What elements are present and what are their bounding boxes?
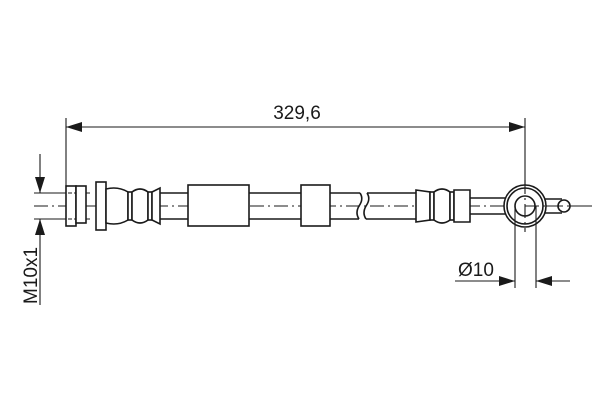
crimp-sleeve <box>187 184 250 227</box>
hose-clip-sleeve <box>300 184 331 227</box>
thread-dimension: M10x1 <box>21 154 66 305</box>
eye-diameter-dimension: Ø10 <box>455 206 570 288</box>
length-dimension-label: 329,6 <box>273 103 321 124</box>
thread-dimension-label: M10x1 <box>21 247 42 304</box>
eye-diameter-label: Ø10 <box>458 260 494 281</box>
right-banjo-fitting <box>415 180 592 232</box>
length-dimension: 329,6 <box>65 103 526 186</box>
left-thread-fitting <box>65 181 161 231</box>
